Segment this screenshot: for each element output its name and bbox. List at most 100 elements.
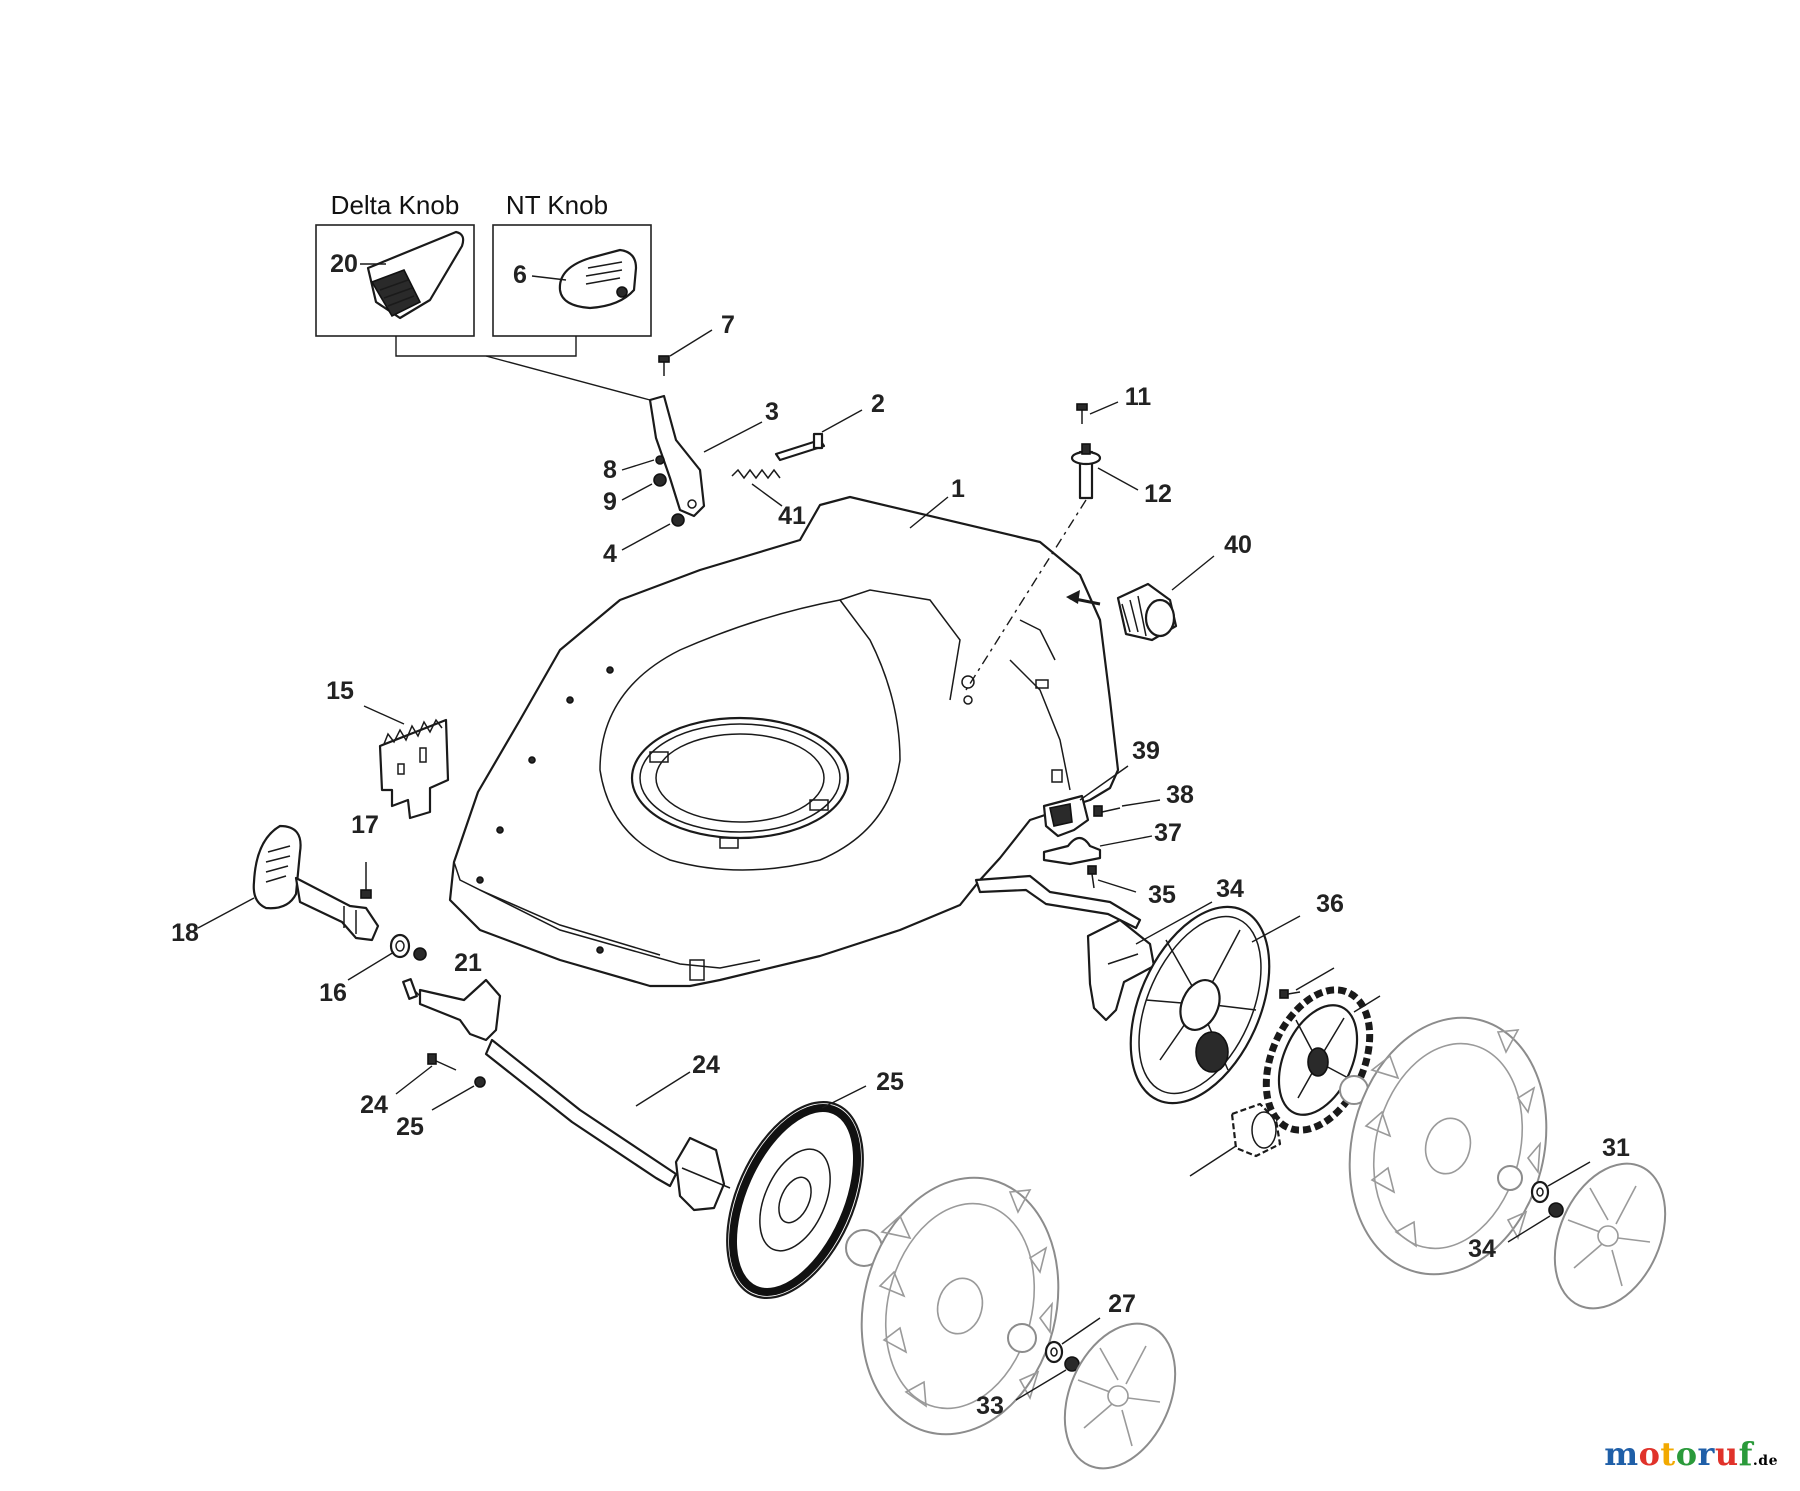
rear-axle-part-31 [974, 874, 1156, 1022]
leader-34 [1099, 835, 1153, 847]
leader-7 [621, 459, 655, 471]
leader-33 [1097, 879, 1137, 893]
leader-27 [1251, 915, 1301, 943]
callout-24-rear: 31 [1602, 1134, 1630, 1162]
watermark-letter: u [1714, 1435, 1739, 1473]
watermark-letter: r [1697, 1435, 1715, 1473]
front-wheel [845, 1176, 1060, 1436]
callout-17: 24 [692, 1051, 720, 1079]
nut-part-15 [413, 947, 427, 961]
hubcap-part-21 [726, 1101, 864, 1299]
watermark-text: motoruf [1604, 1435, 1753, 1473]
leader-16 [395, 1065, 433, 1095]
leader-1 [909, 496, 949, 529]
front-axle-part-17 [402, 978, 731, 1212]
rear-hubcap-grey [1553, 1162, 1667, 1310]
callout-15: 21 [454, 949, 482, 977]
callout-36: 39 [1132, 737, 1160, 765]
callout-34: 37 [1154, 819, 1182, 847]
delta-knob-inset: Delta Knob 20 [315, 190, 475, 337]
bushing-part-12 [389, 933, 411, 959]
nt-knob-box [492, 224, 652, 337]
nt-knob-title: NT Knob [506, 190, 608, 220]
screw-part-16 [427, 1053, 457, 1071]
leader-18 [431, 1085, 475, 1111]
pin-10-axis [965, 499, 1087, 691]
leader-5 [669, 329, 713, 357]
rear-flap-bracket-part-11 [378, 718, 450, 820]
washer-part-24-rear [1530, 1180, 1550, 1204]
leader-2 [821, 409, 863, 433]
callout-1: 1 [951, 475, 965, 503]
rear-wheel [1339, 1016, 1548, 1276]
pin-part-2 [774, 432, 826, 462]
leader-41 [751, 483, 783, 507]
leader-39 [1171, 555, 1215, 591]
callout-4: 4 [603, 540, 617, 568]
screw-part-35 [1093, 805, 1121, 817]
mulch-plug-part-39 [1116, 582, 1178, 642]
mower-deck [448, 495, 1120, 988]
callout-16: 24 [360, 1091, 388, 1119]
screw-part-9 [1076, 403, 1088, 424]
leader-38 [1353, 995, 1381, 1013]
bracket-part-36 [1042, 794, 1090, 838]
screw-part-13 [360, 862, 372, 899]
nut-part-4 [671, 513, 685, 527]
screw-part-40 [1279, 989, 1301, 999]
callout-3: 3 [765, 398, 779, 426]
callout-33: 35 [1148, 881, 1176, 909]
leader-31 [1135, 901, 1213, 945]
callout-10: 12 [1144, 480, 1172, 508]
callout-20: 20 [330, 250, 358, 278]
callout-18: 25 [396, 1113, 424, 1141]
leader-25-rear [1507, 1215, 1551, 1243]
motoruf-watermark: motoruf.de [1604, 1435, 1778, 1473]
callout-14: 18 [171, 919, 199, 947]
callout-11: 15 [326, 677, 354, 705]
callout-2: 2 [871, 390, 885, 418]
gear-part-38 [1262, 986, 1374, 1134]
watermark-letter: o [1638, 1435, 1661, 1473]
screw-part-33 [1087, 865, 1097, 889]
leader-25-front [1015, 1369, 1067, 1401]
screw-part-5 [658, 355, 670, 376]
leader-37 [1189, 1145, 1237, 1177]
callout-5: 7 [721, 311, 735, 339]
pin-part-10 [1070, 443, 1102, 500]
washer-part-7 [655, 455, 665, 465]
nt-knob-inset: NT Knob 6 [492, 190, 652, 337]
washer-part-24-front [1044, 1340, 1064, 1364]
inset-connector [395, 336, 651, 401]
callout-31: 34 [1216, 875, 1244, 903]
watermark-letter: m [1604, 1435, 1639, 1473]
leader-40 [1295, 967, 1335, 991]
height-knob-part-14 [252, 824, 380, 942]
callout-7: 8 [603, 456, 617, 484]
leader-6 [531, 275, 567, 281]
spring-part-41 [731, 468, 781, 480]
watermark-suffix: .de [1752, 1453, 1778, 1469]
front-hubcap-grey [1063, 1322, 1177, 1470]
callout-25-front: 33 [976, 1392, 1004, 1420]
leader-4 [621, 523, 671, 551]
delta-knob-icon [366, 230, 465, 320]
callout-13: 17 [351, 811, 379, 839]
leader-8 [621, 483, 653, 501]
leader-11 [363, 705, 405, 725]
callout-21: 25 [876, 1068, 904, 1096]
callout-6: 6 [513, 261, 527, 289]
nut-part-18 [474, 1076, 486, 1088]
watermark-letter: t [1660, 1435, 1676, 1473]
pinion-part-37 [1230, 1102, 1282, 1158]
leader-24-rear [1547, 1161, 1591, 1187]
clamp-part-34 [1042, 836, 1102, 866]
leader-36 [1079, 765, 1129, 801]
leader-17 [635, 1071, 691, 1107]
callout-8: 9 [603, 488, 617, 516]
nut-part-8 [653, 473, 667, 487]
leader-14 [197, 897, 255, 929]
callout-39: 40 [1224, 531, 1252, 559]
leader-35 [1121, 799, 1161, 807]
leader-3 [703, 421, 763, 453]
